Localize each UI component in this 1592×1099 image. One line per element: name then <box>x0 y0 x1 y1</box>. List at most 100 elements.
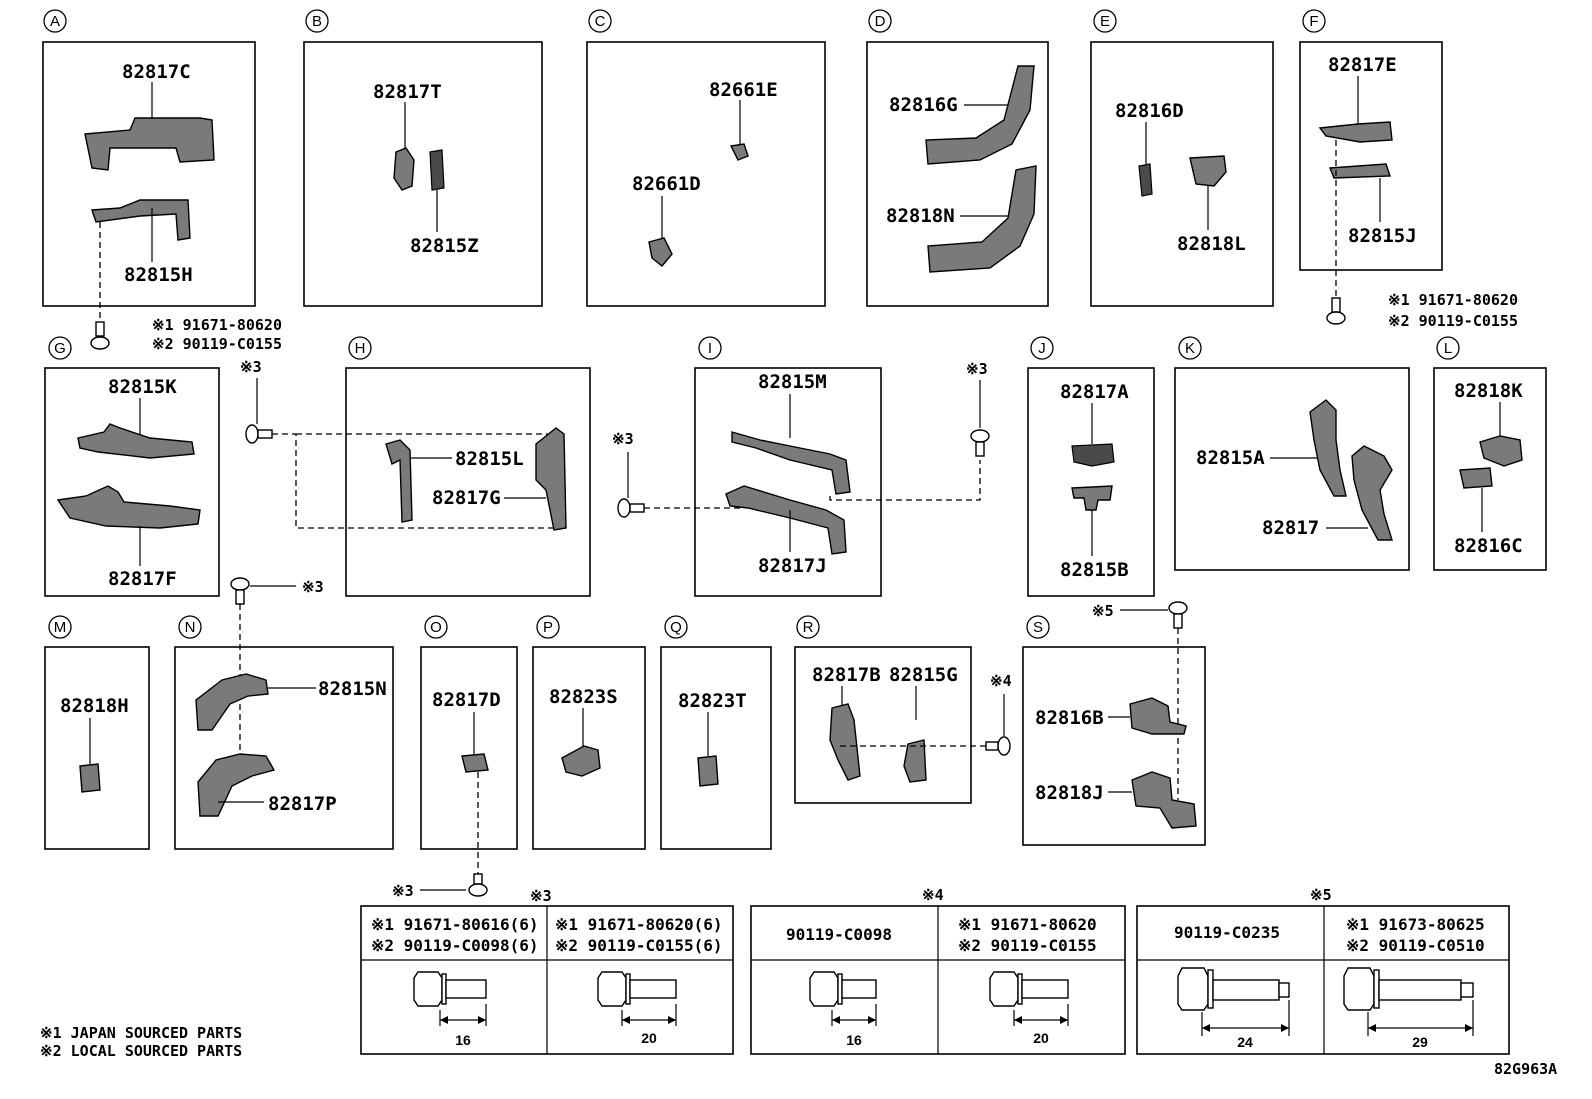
part-label-82818L[interactable]: 82818L <box>1177 233 1246 255</box>
panel-p-frame <box>532 646 646 850</box>
part-label-82661E[interactable]: 82661E <box>709 79 778 101</box>
part-82817B[interactable] <box>829 703 861 781</box>
panel-i-frame <box>694 367 882 597</box>
panel-n-frame <box>174 646 394 850</box>
part-label-82815B[interactable]: 82815B <box>1060 559 1129 581</box>
part-label-82818K[interactable]: 82818K <box>1454 380 1523 402</box>
part-82823S[interactable] <box>561 745 601 777</box>
bolt-drawing-3 <box>989 971 1069 1026</box>
part-82816B[interactable] <box>1129 697 1187 735</box>
bolt-s[interactable]: ※5 <box>1092 601 1188 800</box>
part-82661D[interactable] <box>648 237 673 267</box>
bolt-r[interactable]: ※4 <box>985 672 1012 756</box>
part-label-82817E[interactable]: 82817E <box>1328 54 1397 76</box>
panel-i-letter: I <box>708 340 712 357</box>
panel-i: I 82815M 82817J <box>694 336 981 597</box>
part-82816G[interactable] <box>925 65 1035 165</box>
part-label-82815J[interactable]: 82815J <box>1348 225 1417 247</box>
bolt-gh[interactable]: ※3 <box>240 358 273 444</box>
part-label-82815G[interactable]: 82815G <box>889 664 958 686</box>
bolt-o[interactable] <box>468 873 488 897</box>
part-82815K[interactable] <box>77 423 195 459</box>
bolt-drawing-5 <box>1343 967 1474 1036</box>
part-label-82817D[interactable]: 82817D <box>432 689 501 711</box>
part-82817T[interactable] <box>393 147 415 191</box>
part-label-82817G[interactable]: 82817G <box>432 487 501 509</box>
part-82815M[interactable] <box>731 431 851 495</box>
part-82817[interactable] <box>1351 445 1393 541</box>
cell-4-dim: 24 <box>1237 1034 1253 1050</box>
part-82817F[interactable] <box>56 485 201 529</box>
part-label-82817P[interactable]: 82817P <box>268 793 337 815</box>
part-label-82815N[interactable]: 82815N <box>318 678 387 700</box>
panel-e: E 82816D 82818L <box>1090 9 1274 307</box>
part-label-82815L[interactable]: 82815L <box>455 448 524 470</box>
part-82817P[interactable] <box>197 753 276 817</box>
part-label-82815M[interactable]: 82815M <box>758 371 827 393</box>
part-82817E[interactable] <box>1318 121 1393 143</box>
part-82818H[interactable] <box>79 763 101 793</box>
part-82815G[interactable] <box>903 739 927 783</box>
part-label-82823T[interactable]: 82823T <box>678 690 747 712</box>
part-82817A[interactable] <box>1071 443 1115 467</box>
part-label-82816D[interactable]: 82816D <box>1115 100 1184 122</box>
part-label-82818J[interactable]: 82818J <box>1035 782 1104 804</box>
part-label-82661D[interactable]: 82661D <box>632 173 701 195</box>
part-82818N[interactable] <box>927 165 1037 273</box>
panel-l-letter: L <box>1444 340 1452 357</box>
part-82816C[interactable] <box>1459 467 1493 489</box>
part-82823T[interactable] <box>697 755 719 787</box>
part-label-82818N[interactable]: 82818N <box>886 205 955 227</box>
part-label-82817F[interactable]: 82817F <box>108 568 177 590</box>
part-82818J[interactable] <box>1131 771 1197 829</box>
part-label-82816G[interactable]: 82816G <box>889 94 958 116</box>
part-82815N[interactable] <box>195 673 269 731</box>
cell-4-line1: 90119-C0235 <box>1174 923 1280 942</box>
part-label-82818H[interactable]: 82818H <box>60 695 129 717</box>
panel-q-frame <box>660 646 772 850</box>
part-82817D[interactable] <box>461 753 489 773</box>
part-82815Z[interactable] <box>429 149 445 191</box>
part-label-82815K[interactable]: 82815K <box>108 376 177 398</box>
callout-mark5: ※5 <box>1092 602 1114 620</box>
part-label-82815A[interactable]: 82815A <box>1196 447 1265 469</box>
panel-o-frame <box>420 646 518 850</box>
bolt-ij[interactable]: ※3 <box>966 360 990 457</box>
part-label-82817A[interactable]: 82817A <box>1060 381 1129 403</box>
callout-f-1: ※1 91671-80620 <box>1388 291 1518 309</box>
part-82817J[interactable] <box>725 485 847 555</box>
cell-2-line1: 90119-C0098 <box>786 925 892 944</box>
part-82817C[interactable] <box>84 117 215 171</box>
panel-h: H 82815L 82817G <box>272 336 591 597</box>
fastener-table: ※3 ※4 ※5 ※1 91671-80616(6) ※2 90119-C009… <box>360 886 1510 1055</box>
panel-m: M 82818H <box>44 615 150 850</box>
part-label-82816C[interactable]: 82816C <box>1454 535 1523 557</box>
part-label-82816B[interactable]: 82816B <box>1035 707 1104 729</box>
part-label-82817T[interactable]: 82817T <box>373 81 442 103</box>
footnote-local: ※2 LOCAL SOURCED PARTS <box>40 1042 242 1060</box>
part-82815L[interactable] <box>385 439 413 523</box>
part-label-82817B[interactable]: 82817B <box>812 664 881 686</box>
panel-q-letter: Q <box>670 619 682 636</box>
part-label-82823S[interactable]: 82823S <box>549 686 618 708</box>
part-82815J[interactable] <box>1328 163 1391 179</box>
part-label-82817J[interactable]: 82817J <box>758 555 827 577</box>
part-82818L[interactable] <box>1189 155 1227 187</box>
panel-k-letter: K <box>1185 340 1195 357</box>
part-82818K[interactable] <box>1479 435 1523 467</box>
part-label-82815H[interactable]: 82815H <box>124 264 193 286</box>
part-label-82817C[interactable]: 82817C <box>122 61 191 83</box>
bolt-hi[interactable]: ※3 <box>612 430 740 518</box>
part-82815H[interactable] <box>91 199 191 241</box>
part-82815B[interactable] <box>1071 485 1113 511</box>
panel-g: G 82815K 82817F <box>44 336 220 597</box>
part-82661E[interactable] <box>729 143 749 161</box>
part-82817G[interactable] <box>535 427 567 531</box>
part-82815A[interactable] <box>1309 399 1347 497</box>
part-label-82817[interactable]: 82817 <box>1262 517 1319 539</box>
bolt-f[interactable] <box>1326 297 1346 325</box>
part-82816D[interactable] <box>1138 163 1153 197</box>
bolt-a[interactable] <box>90 321 110 350</box>
part-label-82815Z[interactable]: 82815Z <box>410 235 479 257</box>
